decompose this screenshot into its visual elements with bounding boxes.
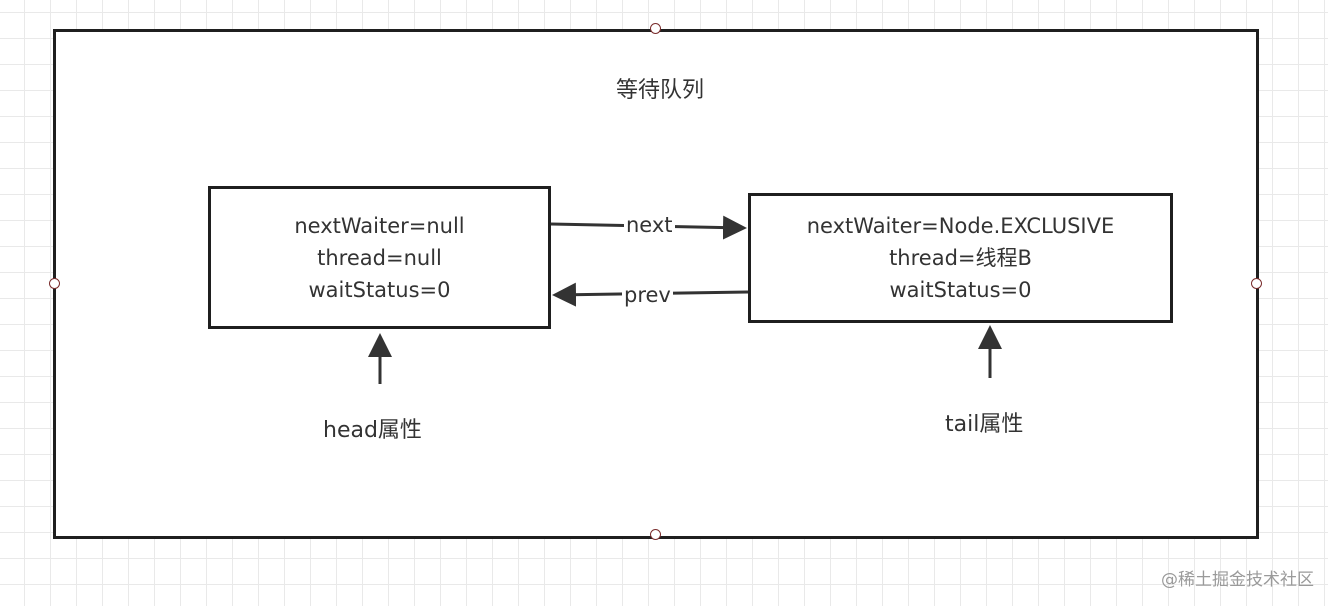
tail-node[interactable]: nextWaiter=Node.EXCLUSIVE thread=线程B wai… [748,193,1173,323]
tail-node-next-waiter: nextWaiter=Node.EXCLUSIVE [806,214,1115,238]
tail-pointer-label: tail属性 [945,412,1024,437]
head-pointer-label: head属性 [323,418,422,443]
resize-handle-left[interactable] [49,278,60,289]
head-node-wait-status: waitStatus=0 [308,277,451,302]
resize-handle-top[interactable] [650,23,661,34]
head-node-thread: thread=null [317,245,442,270]
prev-edge-label: prev [622,283,673,307]
queue-title: 等待队列 [615,78,704,103]
next-edge-label: next [624,213,675,237]
head-node-next-waiter: nextWaiter=null [294,213,465,238]
tail-node-thread: thread=线程B [889,246,1032,270]
tail-node-wait-status: waitStatus=0 [889,278,1032,302]
resize-handle-right[interactable] [1251,278,1262,289]
watermark: @稀土掘金技术社区 [1161,570,1314,590]
head-node[interactable]: nextWaiter=null thread=null waitStatus=0 [208,186,551,329]
resize-handle-bottom[interactable] [650,529,661,540]
